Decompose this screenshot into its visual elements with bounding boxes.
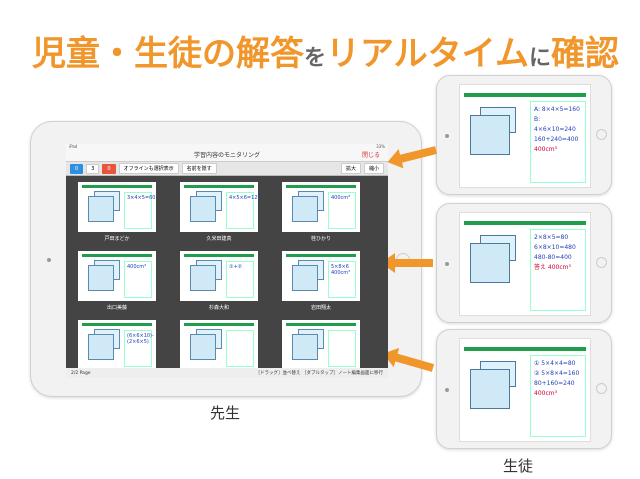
answer-thumbnail[interactable] [180, 320, 258, 370]
zoom-in-button[interactable]: 拡大 [340, 163, 361, 174]
student-card[interactable]: (6×6×10)-(2×6×5) [78, 320, 156, 378]
page-title: 学習内容のモニタリング [193, 152, 260, 159]
answer-line: 2×8×5=80 [534, 234, 569, 241]
student-name: 桂ひかり [310, 236, 331, 242]
cube-figure [190, 334, 216, 360]
answer-area[interactable]: A: 8×4×5=160 B: 4×6×10=240 160+240=400 400c… [530, 101, 586, 183]
answer-thumbnail[interactable] [282, 320, 360, 370]
home-button [596, 129, 607, 140]
headline-part: を [304, 46, 327, 71]
zoom-out-button[interactable]: 縮小 [363, 163, 384, 174]
bottom-bar: 2/2 Page ［ドラッグ］並べ替え ［ダブルタップ］ノート編集画面に移行 [66, 368, 388, 378]
answer-line: 6×8×10=480 [534, 244, 576, 251]
count-blue-button[interactable]: 0 [70, 163, 84, 174]
hint-text: ［ドラッグ］並べ替え ［ダブルタップ］ノート編集画面に移行 [255, 371, 383, 376]
student-card[interactable]: 400cm³ 桂ひかり [282, 182, 360, 243]
answer-result: 400cm³ [534, 146, 558, 153]
headline-part: 確認 [551, 34, 620, 74]
offline-toggle-button[interactable]: オフラインも選択表示 [118, 163, 179, 174]
camera [47, 258, 51, 262]
answer-text: (6×6×10)-(2×6×5) [124, 330, 154, 367]
teacher-label: 先生 [210, 404, 241, 422]
student-card[interactable]: 5×8×6 400cm³ 岩田翔太 [282, 251, 360, 312]
cube-figure [88, 265, 114, 291]
student-ipad: 2×8×5=80 6×8×10=480 480-80=400 答え 400cm³ [436, 203, 612, 323]
student-card[interactable] [180, 320, 258, 378]
cube-figure [470, 243, 510, 283]
cube-figure [190, 265, 216, 291]
answer-text: 400cm³ [124, 261, 152, 298]
answer-thumbnail[interactable]: (6×6×10)-(2×6×5) [78, 320, 156, 370]
count-button[interactable]: 3 [86, 163, 100, 174]
answer-result: 答え 400cm³ [534, 264, 571, 271]
student-name: 久米田建真 [206, 236, 232, 242]
student-card[interactable]: ①+② 杉森大和 [180, 251, 258, 312]
answer-area[interactable]: ① 5×4×4=80 ② 5×8×4=160 80+160=240 400cm³ [530, 355, 586, 437]
home-button [596, 383, 607, 394]
nav-bar: 学習内容のモニタリング 閉じる [66, 150, 388, 162]
student-name: 杉森大和 [208, 305, 229, 311]
student-ipad: ① 5×4×4=80 ② 5×8×4=160 80+160=240 400cm³ [436, 329, 612, 449]
student-screen: 2×8×5=80 6×8×10=480 480-80=400 答え 400cm³ [459, 212, 591, 316]
headline: 児童・生徒の解答をリアルタイムに確認 [32, 26, 619, 75]
student-screen: ① 5×4×4=80 ② 5×8×4=160 80+160=240 400cm³ [459, 338, 591, 442]
answer-thumbnail[interactable]: 400cm³ [78, 251, 156, 301]
status-left: iPad [69, 144, 78, 149]
answer-line: 160+240=400 [534, 136, 579, 143]
answer-line: ② 5×8×4=160 [534, 370, 580, 377]
headline-part: に [529, 46, 552, 71]
answer-thumbnail[interactable]: 400cm³ [282, 182, 360, 232]
cube-figure [470, 115, 510, 155]
page-indicator[interactable]: 2/2 Page [71, 370, 91, 376]
student-name: 出口美藤 [106, 305, 127, 311]
student-screen: A: 8×4×5=160 B: 4×6×10=240 160+240=400 400c… [459, 84, 591, 188]
student-card[interactable]: 3×4×5=60 戸田まどか [78, 182, 156, 243]
home-button [596, 257, 607, 268]
cube-figure [292, 334, 318, 360]
cube-figure [292, 265, 318, 291]
answer-text [328, 330, 356, 367]
arrow-icon [381, 253, 433, 273]
hide-names-button[interactable]: 名前を隠す [181, 163, 217, 174]
status-bar: iPad 33% [66, 144, 388, 150]
answer-text: ①+② [226, 261, 254, 298]
answer-area[interactable]: 2×8×5=80 6×8×10=480 480-80=400 答え 400cm³ [530, 229, 586, 311]
answer-thumbnail[interactable]: ①+② [180, 251, 258, 301]
teacher-screen: iPad 33% 学習内容のモニタリング 閉じる 0 3 0 オフラインも選択表示 … [66, 144, 388, 378]
toolbar: 0 3 0 オフラインも選択表示 名前を隠す 拡大 縮小 [66, 162, 388, 176]
answer-result: 400cm³ [534, 390, 558, 397]
cube-figure [88, 196, 114, 222]
count-red-button[interactable]: 0 [102, 163, 116, 174]
answer-text: 400cm³ [328, 192, 356, 229]
answer-text: 3×4×5=60 [124, 192, 155, 229]
teacher-ipad: iPad 33% 学習内容のモニタリング 閉じる 0 3 0 オフラインも選択表示 … [30, 121, 422, 397]
student-name: 岩田翔太 [310, 305, 331, 311]
answer-thumbnail[interactable]: 3×4×5=60 [78, 182, 156, 232]
answer-line: ① 5×4×4=80 [534, 360, 576, 367]
student-name: 戸田まどか [104, 236, 130, 242]
student-card[interactable] [282, 320, 360, 378]
headline-part: リアルタイム [326, 34, 529, 74]
answer-line: 480-80=400 [534, 254, 572, 261]
answer-text: 5×8×6 400cm³ [328, 261, 356, 298]
answer-thumbnail[interactable]: 5×8×6 400cm³ [282, 251, 360, 301]
battery: 33% [376, 144, 385, 149]
close-button[interactable]: 閉じる [361, 152, 380, 159]
answer-text [226, 330, 254, 367]
students-label: 生徒 [503, 457, 534, 475]
student-card[interactable]: 4×5×6=120 久米田建真 [180, 182, 261, 243]
answer-line: A: 8×4×5=160 [534, 106, 580, 113]
cube-figure [190, 196, 216, 222]
headline-part: 児童・生徒の解答 [32, 34, 304, 74]
cube-figure [292, 196, 318, 222]
answer-thumbnail[interactable]: 4×5×6=120 [180, 182, 261, 232]
answer-line: B: 4×6×10=240 [534, 116, 576, 133]
cube-figure [470, 369, 510, 409]
cube-figure [88, 334, 114, 360]
answer-line: 80+160=240 [534, 380, 575, 387]
student-card[interactable]: 400cm³ 出口美藤 [78, 251, 156, 312]
student-ipad: A: 8×4×5=160 B: 4×6×10=240 160+240=400 400c… [436, 75, 612, 195]
answer-text: 4×5×6=120 [226, 192, 261, 229]
